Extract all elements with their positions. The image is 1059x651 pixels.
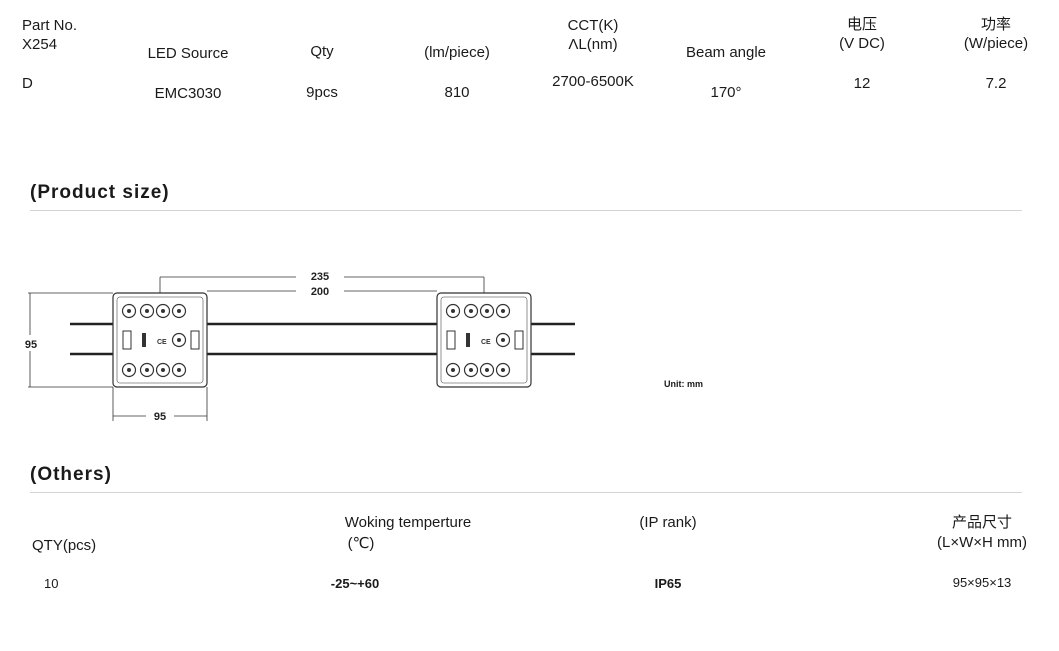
cell-part-no: D [22, 75, 33, 92]
cell-working-temperature: -25~+60 [330, 576, 380, 591]
cell-qty-pcs: 10 [44, 576, 59, 591]
cell-led-source: EMC3030 [154, 85, 222, 102]
part-model: X254 [22, 36, 58, 53]
section-title-product-size: (Product size) [30, 182, 170, 203]
divider [30, 492, 1022, 493]
header-power: (W/piece) [963, 35, 1029, 52]
header-cct: CCT(K) [567, 17, 619, 34]
dimension-pitch: 235 [311, 271, 329, 283]
dimension-height: 95 [25, 339, 37, 351]
header-product-size: (L×W×H mm) [937, 534, 1027, 551]
cell-lumen: 810 [444, 84, 470, 101]
header-wavelength: ΛL(nm) [568, 36, 618, 53]
header-led-source: LED Source [147, 45, 229, 62]
header-ip-rank: (IP rank) [639, 514, 697, 531]
header-temperature-unit: (℃) [347, 535, 375, 552]
header-product-size-cn: 产品尺寸 [951, 514, 1013, 531]
cell-ip-rank: IP65 [654, 576, 682, 591]
header-voltage-cn: 电压 [846, 16, 878, 33]
header-qty: Qty [310, 43, 334, 60]
cell-power: 7.2 [985, 75, 1007, 92]
product-size-drawing: CE 235 200 95 95 [25, 271, 575, 423]
divider [30, 210, 1022, 211]
header-beam-angle: Beam angle [685, 44, 767, 61]
cell-cct: 2700-6500K [552, 73, 634, 90]
cell-qty: 9pcs [306, 84, 338, 101]
section-title-others: (Others) [30, 464, 112, 485]
cell-beam-angle: 170° [710, 84, 742, 101]
header-power-cn: 功率 [980, 16, 1012, 33]
dimension-width: 95 [154, 411, 166, 423]
unit-label: Unit: mm [664, 379, 703, 389]
header-voltage: (V DC) [839, 35, 885, 52]
header-part-no: Part No. [22, 17, 78, 34]
header-working-temperature: Woking temperture [344, 514, 472, 531]
cell-voltage: 12 [853, 75, 871, 92]
header-lumen: (lm/piece) [424, 44, 490, 61]
dimension-inner: 200 [311, 286, 329, 298]
header-qty-pcs: QTY(pcs) [32, 537, 97, 554]
cell-product-size: 95×95×13 [952, 575, 1012, 590]
